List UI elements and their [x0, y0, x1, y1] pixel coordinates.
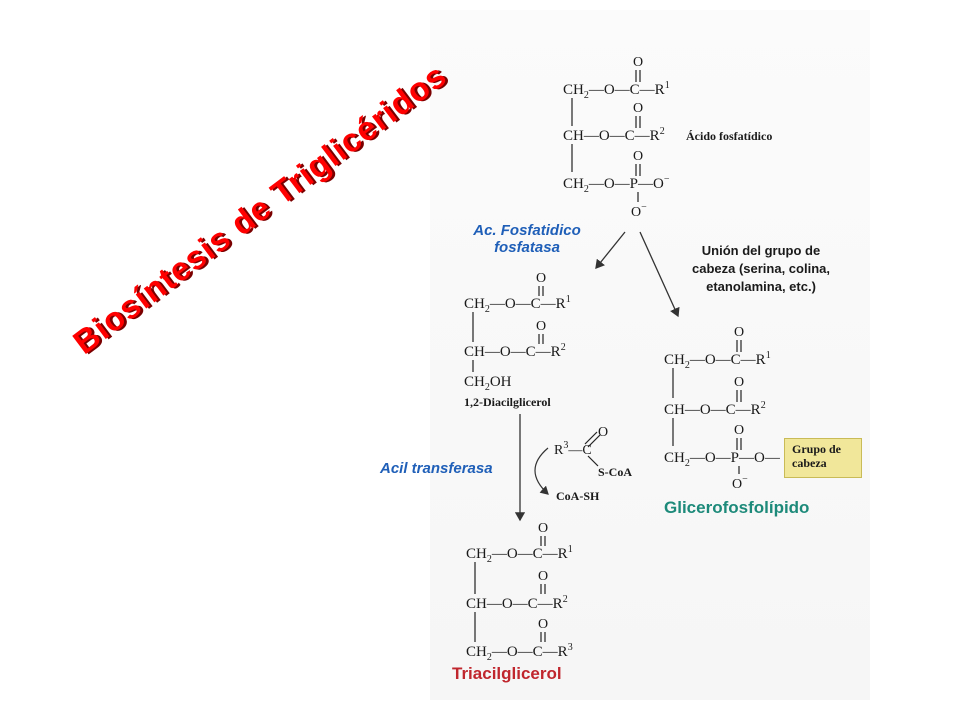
svg-text:O−: O− [631, 202, 647, 220]
svg-text:O: O [633, 101, 643, 116]
svg-text:CH—O—C—R2: CH—O—C—R2 [464, 342, 566, 360]
arrow-to-glycerophospholipid [639, 231, 680, 318]
phosphatidic-acid-structure: CH2—O—C—R1 O CH—O—C—R2 O CH2—O—P—O− O O−… [563, 55, 772, 220]
triacylglycerol-label: Triacilglicerol [452, 664, 562, 683]
head-group-note-line3: etanolamina, etc.) [706, 279, 816, 294]
svg-text:O−: O− [732, 474, 748, 492]
svg-text:CH2—O—C—R1: CH2—O—C—R1 [664, 350, 771, 371]
svg-text:O: O [734, 375, 744, 390]
diacylglycerol-structure: CH2—O—C—R1 O CH—O—C—R2 O CH2OH 1,2-Diaci… [464, 271, 571, 409]
svg-text:CH—O—C—R2: CH—O—C—R2 [563, 126, 665, 144]
svg-text:O: O [538, 569, 548, 584]
svg-text:CH2—O—C—R1: CH2—O—C—R1 [466, 544, 573, 565]
svg-text:CH2—O—C—R3: CH2—O—C—R3 [466, 642, 573, 663]
svg-text:O: O [536, 271, 546, 286]
head-group-box [784, 438, 862, 478]
scanned-figure-background [430, 10, 870, 700]
svg-text:CH2OH: CH2OH [464, 374, 512, 393]
phosphatase-enzyme-label: Ac. Fosfatidico fosfatasa [452, 222, 602, 256]
svg-text:R3—C: R3—C [554, 440, 592, 458]
svg-text:CH2—O—C—R1: CH2—O—C—R1 [563, 80, 670, 101]
triacylglycerol-structure: CH2—O—C—R1 O CH—O—C—R2 O CH2—O—C—R3 O [466, 521, 573, 663]
svg-text:CH2—O—P—O—: CH2—O—P—O— [664, 450, 781, 469]
svg-text:CH2—O—P—O−: CH2—O—P—O− [563, 174, 670, 195]
svg-text:O: O [633, 149, 643, 164]
head-group-note-line2: cabeza (serina, colina, [691, 261, 830, 276]
coa-sh-label: CoA-SH [556, 489, 600, 503]
head-group-box-line2: cabeza [792, 456, 827, 470]
svg-text:CH2—O—C—R1: CH2—O—C—R1 [464, 294, 571, 315]
head-group-note-line1: Unión del grupo de [701, 243, 821, 258]
svg-text:O: O [598, 425, 608, 440]
svg-text:O: O [734, 325, 744, 340]
acyltransferase-label: Acil transferasa [380, 460, 493, 477]
svg-text:CH—O—C—R2: CH—O—C—R2 [664, 400, 766, 418]
glycerophospholipid-structure: CH2—O—C—R1 O CH—O—C—R2 O CH2—O—P—O— O O− [664, 325, 781, 492]
svg-text:O: O [538, 617, 548, 632]
head-group-box-label: Grupo de cabeza [792, 442, 841, 470]
diacylglycerol-name: 1,2-Diacilglicerol [464, 395, 551, 409]
phosphatase-line1: Ac. Fosfatidico [473, 222, 581, 239]
acyl-coa-label: S-CoA [598, 465, 632, 479]
acyl-coa-structure: R3—C O S-CoA CoA-SH [554, 425, 632, 503]
phosphatase-line2: fosfatasa [494, 239, 560, 256]
head-group-note: Unión del grupo de cabeza (serina, colin… [666, 242, 856, 296]
glycerophospholipid-label: Glicerofosfolípido [664, 498, 810, 517]
svg-text:O: O [633, 55, 643, 70]
acyl-coa-curved-arrow [534, 447, 549, 495]
svg-text:O: O [538, 521, 548, 536]
svg-text:CH—O—C—R2: CH—O—C—R2 [466, 594, 568, 612]
phosphatidic-acid-name: Ácido fosfatídico [686, 129, 772, 143]
arrow-to-diacylglycerol [595, 231, 626, 270]
head-group-box-line1: Grupo de [792, 442, 842, 456]
svg-text:O: O [734, 423, 744, 438]
svg-text:O: O [536, 319, 546, 334]
